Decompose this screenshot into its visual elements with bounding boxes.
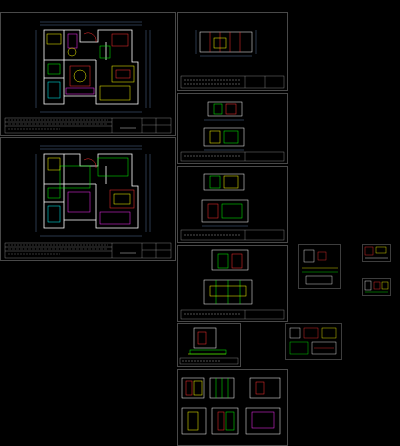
sheet-detail-small-1[interactable] xyxy=(298,244,341,289)
sheet-border xyxy=(177,323,241,367)
elevation-drawing xyxy=(201,173,249,227)
sheet-detail-small-3[interactable] xyxy=(362,278,391,296)
sheet-detail-1[interactable] xyxy=(177,323,241,367)
sheet-floor-plan-1[interactable] xyxy=(0,12,176,136)
detail-drawing xyxy=(188,327,227,355)
sheet-elevation-3[interactable] xyxy=(177,166,288,243)
title-block-text-marks xyxy=(8,244,108,255)
sheet-border xyxy=(362,244,391,262)
title-block xyxy=(179,357,239,365)
elevation-drawing xyxy=(195,30,257,57)
elevation-drawing xyxy=(203,101,245,151)
title-block xyxy=(180,229,285,241)
title-block xyxy=(180,309,285,320)
sheet-elevation-1[interactable] xyxy=(177,12,288,91)
sheet-border xyxy=(177,12,288,91)
detail-drawing xyxy=(302,249,338,285)
sheet-border xyxy=(177,166,288,243)
sheet-floor-plan-2[interactable] xyxy=(0,137,176,261)
floor-plan-furniture xyxy=(47,157,135,225)
title-block xyxy=(180,151,285,162)
elevation-drawing xyxy=(203,249,253,305)
title-block xyxy=(4,117,172,134)
sheet-border xyxy=(0,12,176,136)
dimension-lines xyxy=(35,21,151,113)
sheet-detail-small-2[interactable] xyxy=(362,244,391,262)
title-block xyxy=(4,242,172,259)
title-block-text-marks xyxy=(8,119,108,130)
sheet-border xyxy=(298,244,341,289)
sheet-border xyxy=(0,137,176,261)
sheet-border xyxy=(177,245,288,322)
sheet-elevation-2[interactable] xyxy=(177,93,288,164)
sheet-border xyxy=(362,278,391,296)
title-block xyxy=(180,75,285,89)
floor-plan-walls xyxy=(43,153,139,229)
sheet-border xyxy=(177,93,288,164)
sheet-detail-small-4[interactable] xyxy=(285,323,342,360)
sheet-elevation-5[interactable] xyxy=(177,369,288,446)
detail-drawing xyxy=(364,280,389,293)
detail-drawing xyxy=(364,246,388,259)
floor-plan-furniture xyxy=(46,32,135,101)
elevation-drawing xyxy=(181,377,281,435)
sheet-elevation-4[interactable] xyxy=(177,245,288,322)
sheet-border xyxy=(285,323,342,360)
dimension-lines xyxy=(35,145,151,237)
floor-plan-walls xyxy=(43,29,139,105)
detail-drawing xyxy=(289,327,337,355)
